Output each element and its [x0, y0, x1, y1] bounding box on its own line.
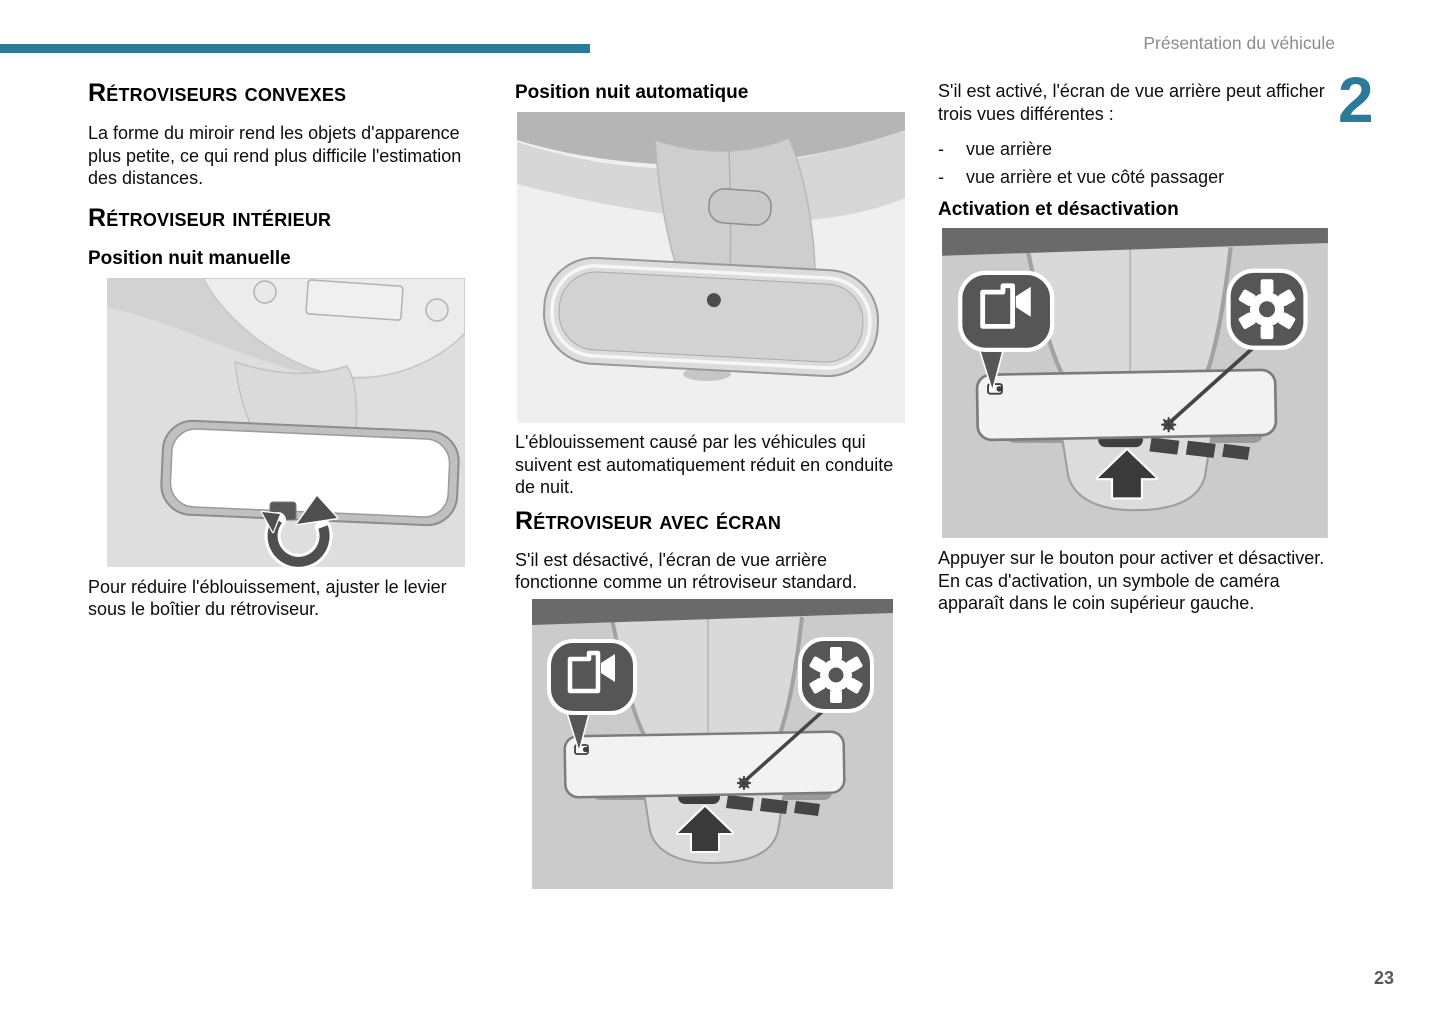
list-item-label: vue arrière et vue côté passager: [966, 166, 1225, 187]
interior-mirror: [160, 419, 460, 526]
light-sensor-dot: [706, 293, 721, 308]
heading-retroviseur-avec-ecran: Rétroviseur avec écran: [515, 506, 782, 535]
list-item: - vue arrière et vue côté passager: [938, 166, 1342, 189]
chapter-number: 2: [1338, 64, 1374, 136]
running-header: Présentation du véhicule: [1143, 33, 1335, 53]
column-right: S'il est activé, l'écran de vue arrière …: [938, 0, 1342, 615]
paragraph-screen-off: S'il est désactivé, l'écran de vue arriè…: [515, 549, 858, 593]
figure-screen-mirror-activation: [942, 228, 1342, 538]
paragraph-activation-button: Appuyer sur le bouton pour activer et dé…: [938, 548, 1325, 613]
paragraph-convex-mirrors: La forme du miroir rend les objets d'app…: [88, 123, 462, 188]
figure-screen-mirror: [532, 599, 907, 889]
column-middle: Position nuit automatique L'éblouissemen…: [515, 0, 907, 889]
caption-auto-night: L'éblouissement causé par les véhicules …: [515, 432, 894, 497]
views-list: - vue arrière - vue arrière et vue côté …: [938, 138, 1342, 188]
bullet-dash: -: [938, 139, 944, 159]
heading-retroviseurs-convexes: Rétroviseurs convexes: [88, 79, 347, 107]
paragraph-screen-on: S'il est activé, l'écran de vue arrière …: [938, 81, 1325, 124]
figure-manual-night-mirror: [107, 276, 470, 570]
list-item-label: vue arrière: [966, 139, 1053, 159]
list-item: - vue arrière: [938, 138, 1342, 161]
caption-manual-night: Pour réduire l'éblouissement, ajuster le…: [88, 576, 447, 620]
rotate-arrow-icon: [260, 494, 339, 570]
heading-retroviseur-interieur: Rétroviseur intérieur: [88, 203, 332, 232]
chapter-rule: [0, 44, 590, 53]
subheading-position-nuit-manuelle: Position nuit manuelle: [88, 247, 291, 269]
column-left: Rétroviseurs convexes La forme du miroir…: [88, 0, 470, 621]
subheading-activation-desactivation: Activation et désactivation: [938, 199, 1179, 220]
interior-mirror: [543, 256, 879, 378]
bullet-dash: -: [938, 166, 944, 187]
subheading-position-nuit-automatique: Position nuit automatique: [515, 82, 749, 103]
page-number: 23: [1374, 968, 1395, 988]
figure-auto-night-mirror: [517, 112, 907, 423]
